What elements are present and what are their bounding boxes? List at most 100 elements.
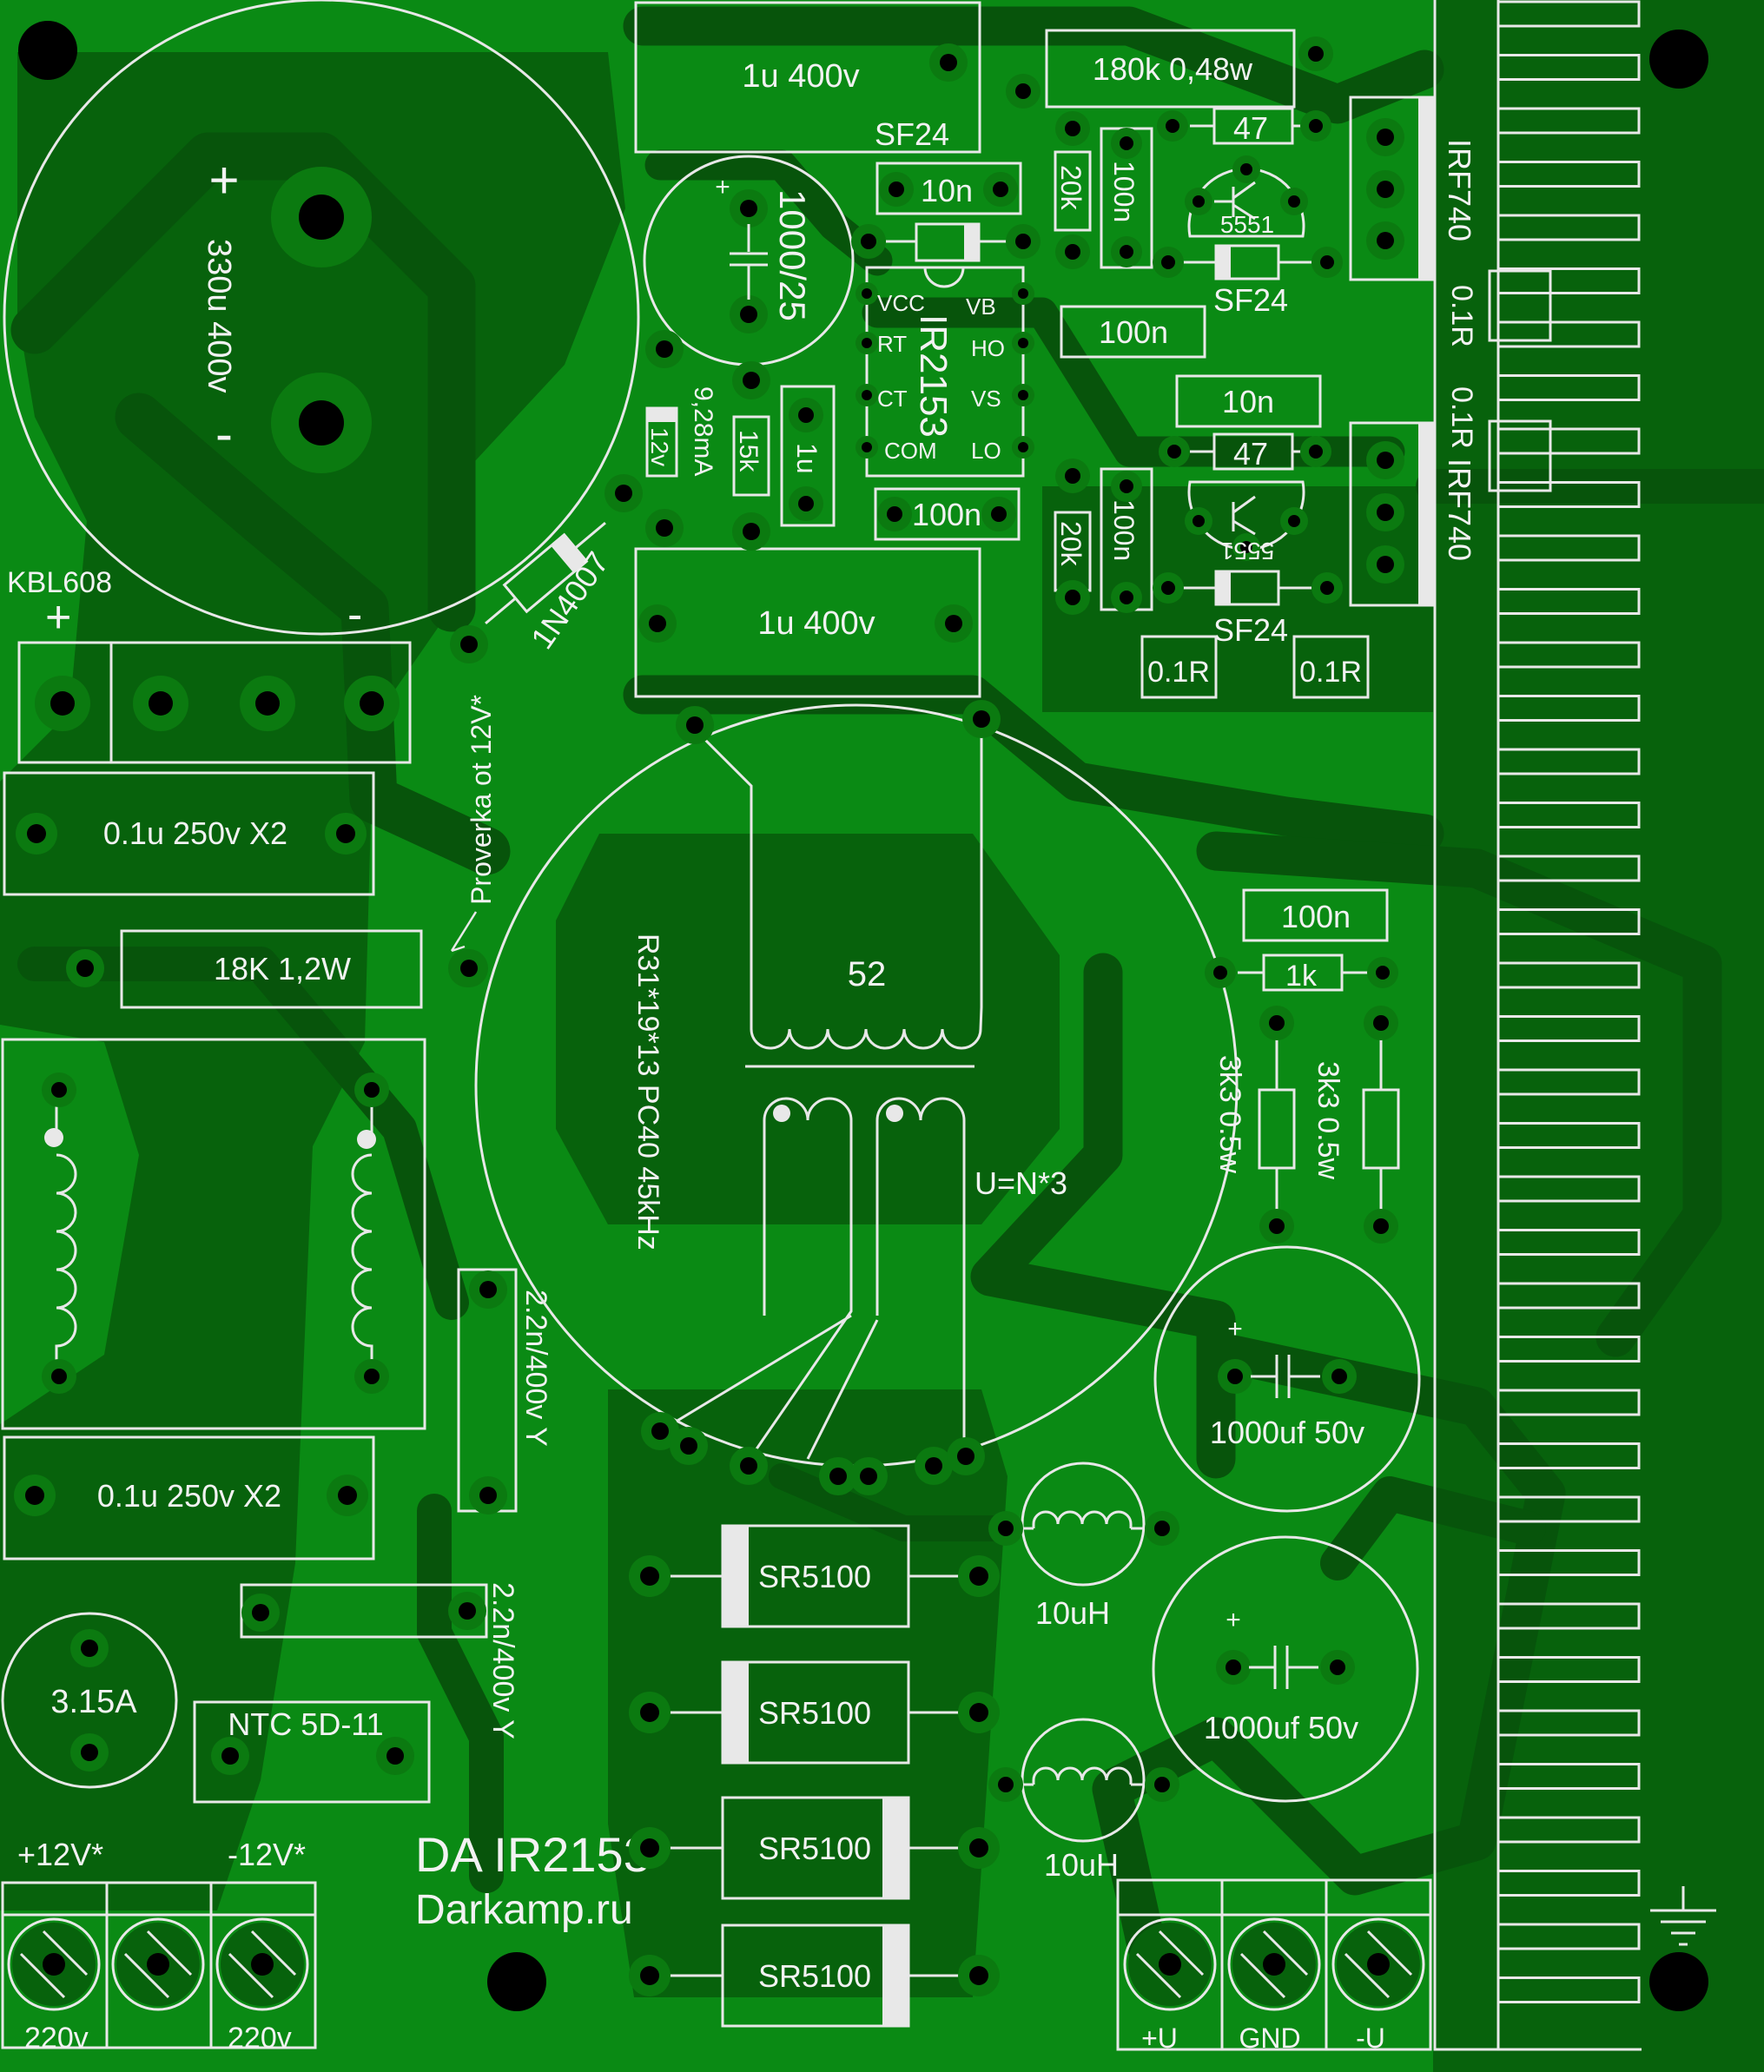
heatsink-fin bbox=[1496, 1763, 1641, 1790]
res-20k-a-label: 20k bbox=[1055, 165, 1087, 211]
heatsink-fin bbox=[1496, 1229, 1641, 1256]
heatsink-fin bbox=[1496, 481, 1641, 508]
heatsink-fin bbox=[1496, 1068, 1641, 1096]
diode-pad bbox=[629, 1692, 671, 1733]
cap-1u-mid-label: 1u 400v bbox=[757, 605, 875, 642]
heatsink-fin bbox=[1496, 1389, 1641, 1416]
cap-1u-small: 1u bbox=[780, 385, 836, 527]
ic-pin-ct: CT bbox=[877, 386, 908, 412]
zener-label: 12v bbox=[646, 427, 673, 466]
heatsink-fin bbox=[1496, 1709, 1641, 1737]
in-220-a: 220v bbox=[24, 2022, 89, 2055]
cap-x2-top-label: 0.1u 250v X2 bbox=[103, 815, 287, 851]
heatsink-fin bbox=[1496, 1602, 1641, 1630]
res-47-b-label: 47 bbox=[1233, 436, 1268, 472]
heatsink-fin bbox=[1496, 1656, 1641, 1683]
cap-10n-a: 10n bbox=[875, 162, 1022, 215]
heatsink-fin bbox=[1496, 1015, 1641, 1042]
cap-1000-50-a-plus: + bbox=[1227, 1315, 1243, 1343]
heatsink-fin bbox=[1496, 267, 1641, 294]
res-20k-a: 20k bbox=[1054, 111, 1092, 269]
heatsink-fin bbox=[1496, 748, 1641, 775]
bridge-minus: - bbox=[347, 590, 362, 640]
cap-100n-c: 100n bbox=[1060, 305, 1206, 359]
cap-100n-a: 100n bbox=[874, 487, 1021, 541]
diode-pad bbox=[629, 1555, 671, 1597]
heatsink-fin bbox=[1496, 1336, 1641, 1363]
res-01r-a-body bbox=[1488, 269, 1552, 342]
ic-pin-vcc: VCC bbox=[877, 290, 925, 316]
heatsink-fin bbox=[1496, 320, 1641, 348]
terminal-screw bbox=[1331, 1917, 1425, 2011]
sr5100-label: SR5100 bbox=[758, 1958, 871, 1994]
common-mode-choke bbox=[1, 1038, 426, 1430]
bridge-pad bbox=[240, 676, 295, 731]
res-47-b: 47 bbox=[1159, 432, 1331, 472]
terminal-screw bbox=[111, 1917, 205, 2011]
sr5100-diode: SR5100 bbox=[629, 1924, 1000, 2028]
cap-1u-mid: 1u 400v bbox=[634, 547, 981, 698]
ic-pin-lo: LO bbox=[971, 438, 1001, 464]
fuse-label: 3.15A bbox=[50, 1684, 137, 1720]
tr-5551-a-label: 5551 bbox=[1220, 211, 1274, 238]
res-15k-label: 15k bbox=[734, 430, 763, 472]
ic-pin-vs: VS bbox=[971, 386, 1001, 412]
cap-330u-minus: - bbox=[215, 405, 233, 463]
cap-330u-plus: + bbox=[208, 151, 239, 209]
bridge-label: KBL608 bbox=[7, 566, 112, 599]
res-01r-d-label: 0.1R bbox=[1299, 656, 1362, 689]
res-3k3-b: 3k3 0.5w bbox=[1311, 1006, 1400, 1244]
cap-10n-b-label: 10n bbox=[1222, 384, 1274, 419]
cap-330u-label: 330u 400v bbox=[201, 239, 237, 393]
sf24-a-label: SF24 bbox=[1213, 282, 1288, 318]
cap-1000-25-plus: + bbox=[715, 173, 730, 201]
transformer-pad bbox=[641, 1412, 679, 1450]
cap-100n-b: 100n bbox=[1100, 127, 1153, 269]
diode-pad bbox=[629, 1827, 671, 1869]
ic-label: IR2153 bbox=[912, 314, 955, 438]
cap-100n-b-label: 100n bbox=[1108, 161, 1140, 222]
cap-100n-a-label: 100n bbox=[912, 497, 981, 532]
ic-pad bbox=[856, 384, 878, 406]
res-01r-c-label: 0.1R bbox=[1147, 656, 1210, 689]
heatsink-fin bbox=[1496, 855, 1641, 882]
output-terminals: +U GND -U bbox=[1116, 1878, 1432, 2054]
mount-hole-bottom-right bbox=[1649, 1952, 1708, 2011]
plus12-label: +12V* bbox=[17, 1837, 103, 1872]
sr5100-label: SR5100 bbox=[758, 1695, 871, 1731]
sf24-b: SF24 bbox=[1153, 570, 1343, 648]
heatsink-fin bbox=[1496, 374, 1641, 401]
res-01r-a-label: 0.1R bbox=[1445, 285, 1478, 347]
res-01r-b-body bbox=[1488, 419, 1552, 492]
irf740-a-label: IRF740 bbox=[1442, 139, 1477, 241]
ic-pin-com: COM bbox=[884, 438, 937, 464]
check-label: Proverka ot 12V* bbox=[466, 695, 497, 905]
cap-x2-bottom: 0.1u 250v X2 bbox=[3, 1435, 375, 1561]
res-180k: 180k 0,48w bbox=[1006, 29, 1333, 109]
sr5100-label: SR5100 bbox=[758, 1559, 871, 1594]
irf740-b bbox=[1349, 421, 1435, 607]
cap-1000-50-a: + 1000uf 50v bbox=[1153, 1245, 1421, 1513]
inductor-b: 10uH bbox=[988, 1718, 1179, 1883]
terminal-screw bbox=[7, 1917, 101, 2011]
cap-100n-e-label: 100n bbox=[1281, 899, 1351, 934]
ic-pad bbox=[856, 332, 878, 354]
zener-12v: 12v 9,28mA bbox=[645, 330, 717, 547]
bridge-pad bbox=[344, 676, 400, 731]
heatsink-fin bbox=[1496, 695, 1641, 722]
minus12-label: -12V* bbox=[228, 1837, 306, 1872]
res-1k-label: 1k bbox=[1285, 960, 1318, 993]
sf24-b-label: SF24 bbox=[1213, 612, 1288, 648]
ic-ir2153: VCC RT CT COM VB HO VS LO IR2153 bbox=[856, 266, 1034, 478]
res-3k3-a-label: 3k3 0.5w bbox=[1213, 1055, 1246, 1174]
res-3k3-a: 3k3 0.5w bbox=[1213, 1006, 1296, 1244]
cap-1000-50-b-plus: + bbox=[1226, 1606, 1241, 1634]
heatsink-fin bbox=[1496, 214, 1641, 241]
heatsink-fin bbox=[1496, 802, 1641, 828]
heatsink-fin bbox=[1496, 908, 1641, 935]
out-plus-label: +U bbox=[1141, 2023, 1178, 2054]
in-220-b: 220v bbox=[228, 2022, 292, 2055]
mount-hole-top-left bbox=[18, 21, 77, 80]
ic-pin-rt: RT bbox=[877, 331, 907, 357]
